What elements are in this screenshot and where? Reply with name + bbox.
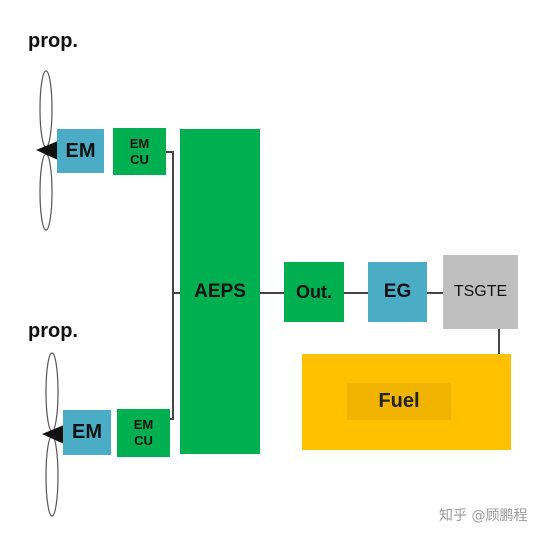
link-emcu-bottom-to-bus: [170, 418, 174, 420]
em-bottom: EM: [63, 410, 111, 455]
aeps-block: AEPS: [180, 129, 260, 454]
tsgte-block: TSGTE: [443, 255, 518, 329]
emcu-top-line2: CU: [130, 151, 149, 167]
prop-label-top: prop.: [28, 30, 78, 52]
em-top: EM: [57, 129, 104, 173]
eg-block: EG: [368, 262, 427, 322]
emcu-bottom: EM CU: [117, 409, 170, 457]
out-block: Out.: [284, 262, 344, 322]
emcu-top-line1: EM: [129, 135, 150, 151]
link-bus-to-aeps: [172, 292, 180, 294]
propeller-icon: [36, 70, 58, 231]
watermark: 知乎 @顾鹏程: [439, 508, 528, 524]
link-aeps-to-out: [260, 292, 284, 294]
link-emcu-top-to-bus: [166, 151, 174, 153]
propeller-icon: [42, 352, 64, 517]
fuel-label: Fuel: [347, 383, 451, 420]
prop-label-bottom: prop.: [28, 320, 78, 342]
link-tsgte-to-fuel: [498, 329, 500, 354]
emcu-bottom-line2: CU: [134, 433, 153, 448]
emcu-bottom-line1: EM: [133, 417, 154, 432]
emcu-top: EM CU: [113, 128, 166, 175]
link-out-to-eg: [344, 292, 368, 294]
bus-vertical: [172, 151, 174, 419]
link-eg-to-tsgte: [427, 292, 443, 294]
